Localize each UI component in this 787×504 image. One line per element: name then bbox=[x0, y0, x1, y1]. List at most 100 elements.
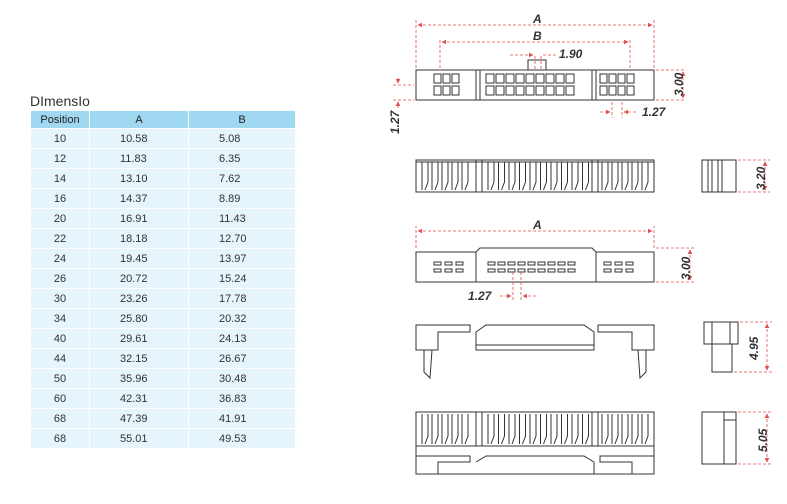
side-dimension-3 bbox=[738, 411, 772, 465]
cell-position: 30 bbox=[30, 288, 90, 309]
contact-pin bbox=[631, 414, 639, 445]
contact-pin bbox=[519, 414, 526, 445]
contact-cell bbox=[608, 85, 617, 96]
label-pitch-right: 1.27 bbox=[642, 105, 667, 119]
contact-cell bbox=[451, 85, 460, 96]
cell-a: 18.18 bbox=[89, 228, 189, 249]
slot bbox=[444, 268, 453, 273]
label-height-bottom: 3.00 bbox=[679, 256, 693, 280]
cell-b: 17.78 bbox=[188, 288, 296, 309]
slot bbox=[547, 268, 556, 273]
contact-pin bbox=[498, 414, 505, 445]
cell-a: 55.01 bbox=[89, 428, 189, 449]
cell-position: 34 bbox=[30, 308, 90, 329]
header-position: Position bbox=[30, 110, 90, 129]
cell-b: 11.43 bbox=[188, 208, 296, 229]
slot bbox=[517, 261, 526, 266]
slot bbox=[507, 261, 516, 266]
slot bbox=[497, 268, 506, 273]
contact-pin bbox=[431, 162, 439, 191]
cell-position: 68 bbox=[30, 408, 90, 429]
cell-b: 20.32 bbox=[188, 308, 296, 329]
cell-b: 41.91 bbox=[188, 408, 296, 429]
contact-pin bbox=[550, 162, 558, 191]
contact-cell bbox=[505, 73, 515, 84]
contact-pin bbox=[441, 162, 449, 191]
side-dimension-2 bbox=[734, 321, 772, 373]
contact-cell bbox=[495, 85, 505, 96]
slot bbox=[547, 261, 556, 266]
slot bbox=[517, 268, 526, 273]
contact-cell bbox=[535, 73, 545, 84]
cell-a: 23.26 bbox=[89, 288, 189, 309]
slot bbox=[603, 261, 612, 266]
contact-pin bbox=[582, 414, 589, 445]
contact-cell bbox=[626, 85, 635, 96]
label-pitch-left: 1.27 bbox=[388, 109, 402, 134]
contact-cell bbox=[626, 73, 635, 84]
contact-cell bbox=[555, 73, 565, 84]
front-view bbox=[415, 159, 655, 193]
contact-cell bbox=[617, 85, 626, 96]
cell-position: 14 bbox=[30, 168, 90, 189]
slot bbox=[614, 261, 623, 266]
contact-pin bbox=[461, 162, 469, 191]
header-a: A bbox=[89, 110, 189, 129]
contact-pin bbox=[451, 414, 459, 445]
top-dimensions bbox=[393, 20, 686, 118]
cell-a: 35.96 bbox=[89, 368, 189, 389]
contact-pin bbox=[550, 414, 558, 445]
label-pitch-top: 1.90 bbox=[559, 47, 583, 61]
label-height-top: 3.00 bbox=[672, 72, 686, 96]
side-view-full bbox=[701, 411, 737, 465]
cell-a: 47.39 bbox=[89, 408, 189, 429]
contact-pin bbox=[601, 162, 609, 191]
cell-b: 49.53 bbox=[188, 428, 296, 449]
contact-pin bbox=[421, 414, 429, 445]
label-side-clip-height: 4.95 bbox=[747, 336, 761, 361]
cell-b: 24.13 bbox=[188, 328, 296, 349]
cell-a: 42.31 bbox=[89, 388, 189, 409]
contact-cell bbox=[608, 73, 617, 84]
cell-b: 12.70 bbox=[188, 228, 296, 249]
contact-pin bbox=[519, 162, 526, 191]
slot bbox=[614, 268, 623, 273]
contact-pin bbox=[540, 414, 547, 445]
cell-position: 40 bbox=[30, 328, 90, 349]
contact-pin bbox=[611, 414, 619, 445]
contact-pin bbox=[498, 162, 505, 191]
contact-cell bbox=[545, 73, 555, 84]
contact-pin bbox=[621, 162, 629, 191]
cell-b: 30.48 bbox=[188, 368, 296, 389]
slot bbox=[433, 268, 442, 273]
contact-pin bbox=[540, 162, 547, 191]
contact-pin bbox=[561, 162, 568, 191]
assembly-view bbox=[415, 411, 655, 475]
contact-cell bbox=[617, 73, 626, 84]
contact-pin bbox=[431, 414, 439, 445]
slot bbox=[527, 261, 536, 266]
contact-pin bbox=[421, 162, 429, 191]
bottom-view bbox=[415, 247, 655, 283]
contact-cell bbox=[515, 85, 525, 96]
label-dim-a-top: A bbox=[532, 12, 542, 26]
contact-cell bbox=[599, 85, 608, 96]
contact-pin bbox=[529, 162, 537, 191]
contact-cell bbox=[433, 85, 442, 96]
bottom-dimensions bbox=[415, 226, 694, 300]
contact-cell bbox=[565, 85, 575, 96]
side-view-clip bbox=[703, 321, 739, 373]
slot bbox=[444, 261, 453, 266]
cell-position: 20 bbox=[30, 208, 90, 229]
contact-cell bbox=[545, 85, 555, 96]
contact-cell bbox=[485, 85, 495, 96]
cell-a: 10.58 bbox=[89, 128, 189, 149]
